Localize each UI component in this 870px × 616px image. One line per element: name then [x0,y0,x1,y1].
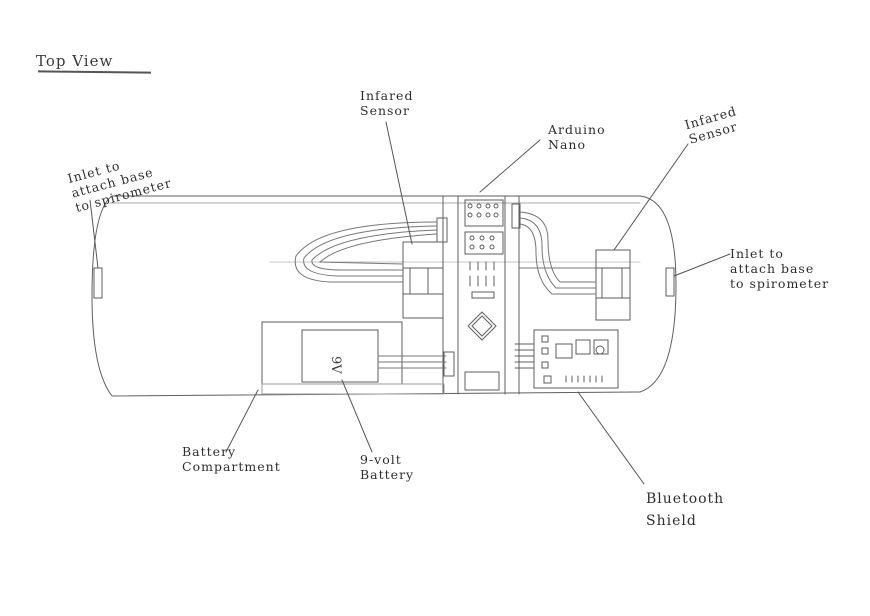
bluetooth-shield [514,329,619,389]
capsule-body [91,195,677,397]
right-ir-wires [519,211,597,295]
leader-lines [89,121,731,485]
left-ir-wires [294,221,438,283]
right-ir-sensor [511,203,631,321]
arduino-nano-components [464,199,504,391]
label-bluetooth-shield: Bluetooth Shield [646,491,725,529]
label-ir-sensor-left: Infared Sensor [360,88,414,118]
label-battery-compartment: Battery Compartment [182,444,281,474]
label-9-volt-battery: 9-volt Battery [360,452,415,482]
left-inlet [93,267,103,299]
diagram-title: Top View [36,52,114,70]
battery-compartment [261,321,455,395]
battery-9v-mark: 9V [328,356,343,374]
label-inlet-right: Inlet to attach base to spirometer [730,246,830,291]
right-inlet [665,267,675,297]
label-arduino-nano: Arduino Nano [548,122,606,152]
